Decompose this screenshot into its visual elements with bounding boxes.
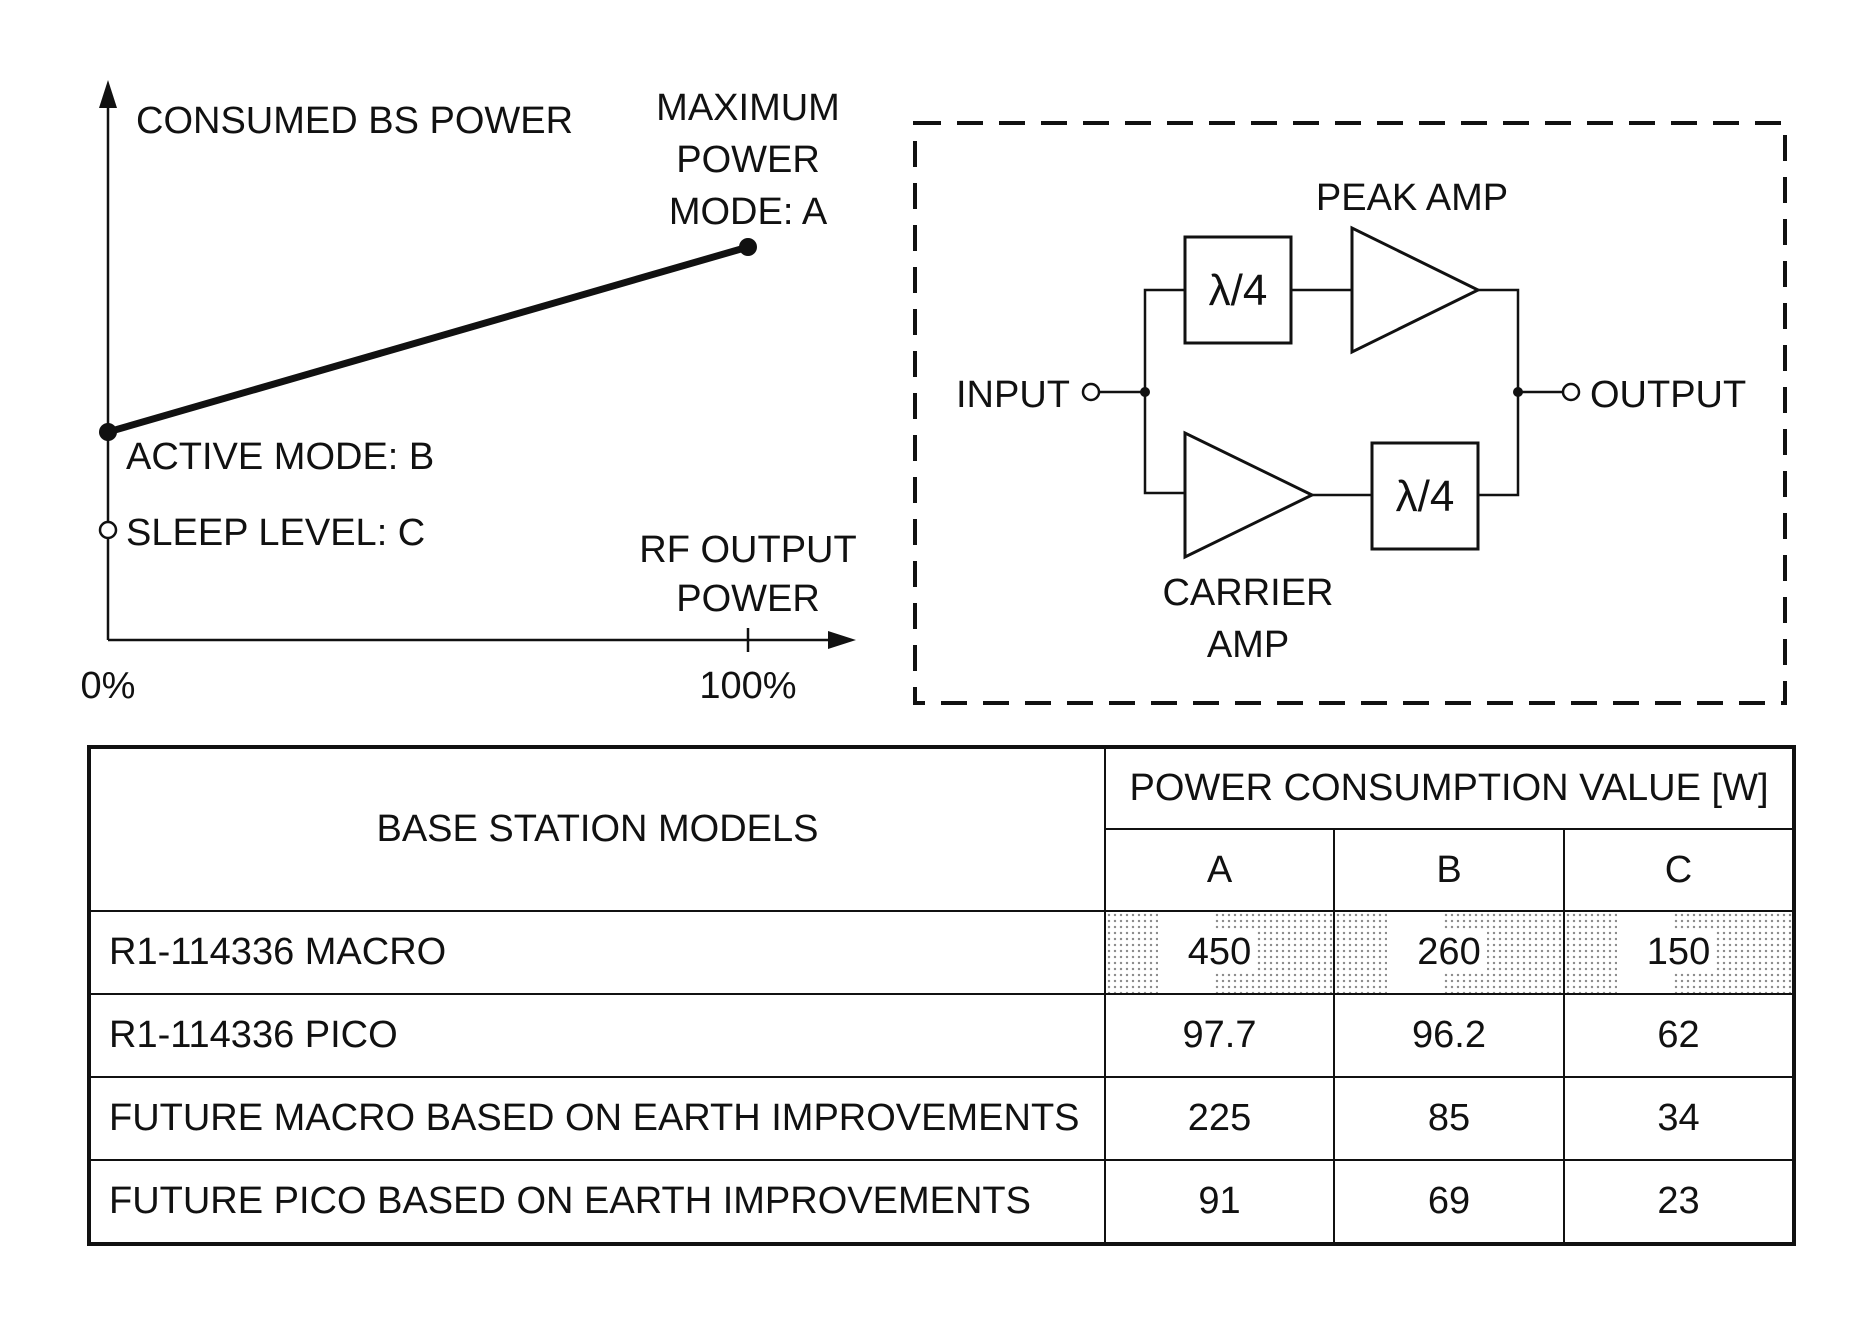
value-c-cell: 23 [1564,1160,1794,1244]
table-row: FUTURE PICO BASED ON EARTH IMPROVEMENTS … [89,1160,1794,1244]
value-b-cell: 69 [1334,1160,1564,1244]
split-bottom-wire [1145,392,1185,493]
value-a: 450 [1182,931,1257,973]
value-a-cell: 97.7 [1105,994,1334,1077]
power-graph: CONSUMED BS POWER MAXIMUM POWER MODE: A … [81,80,857,707]
point-a-label-line1: MAXIMUM [656,87,840,129]
carrier-amp-label-line1: CARRIER [1162,572,1333,614]
column-header-c: C [1564,829,1794,911]
top-quarter-wave-label: λ/4 [1209,266,1268,315]
table-row: FUTURE MACRO BASED ON EARTH IMPROVEMENTS… [89,1077,1794,1160]
value-c-cell: 34 [1564,1077,1794,1160]
value-b-cell: 260 [1334,911,1564,994]
point-a-label-line2: POWER [676,139,820,181]
x-axis-label-line1: RF OUTPUT [639,529,856,571]
x-axis-label-line2: POWER [676,578,820,620]
value-c-cell: 150 [1564,911,1794,994]
value-header: POWER CONSUMPTION VALUE [W] [1105,747,1794,829]
value-c: 150 [1641,931,1716,973]
carrier-amp-icon [1185,433,1312,557]
top-out-wire [1478,290,1518,392]
output-label: OUTPUT [1590,374,1746,416]
value-b-cell: 85 [1334,1077,1564,1160]
value-a-cell: 450 [1105,911,1334,994]
value-c-cell: 62 [1564,994,1794,1077]
point-b-marker [99,423,117,441]
models-header: BASE STATION MODELS [89,747,1105,911]
power-line [108,247,748,432]
point-c-marker [100,522,116,538]
table-row: R1-114336 PICO 97.7 96.2 62 [89,994,1794,1077]
input-terminal [1083,384,1099,400]
y-axis-label: CONSUMED BS POWER [136,100,573,142]
input-label: INPUT [956,374,1070,416]
carrier-amp-label-line2: AMP [1207,624,1289,666]
point-b-label: ACTIVE MODE: B [126,436,434,478]
point-a-label-line3: MODE: A [669,191,828,233]
split-top-wire [1145,290,1185,392]
peak-amp-label: PEAK AMP [1316,177,1508,219]
row-model-cell: FUTURE PICO BASED ON EARTH IMPROVEMENTS [89,1160,1105,1244]
column-header-b: B [1334,829,1564,911]
point-c-label: SLEEP LEVEL: C [126,512,425,554]
output-terminal [1563,384,1579,400]
value-b-cell: 96.2 [1334,994,1564,1077]
table-row: R1-114336 MACRO 450 260 150 [89,911,1794,994]
y-axis-arrow [99,80,117,108]
x-tick-label-start: 0% [81,665,136,707]
value-a-cell: 225 [1105,1077,1334,1160]
value-a-cell: 91 [1105,1160,1334,1244]
point-a-marker [739,238,757,256]
x-axis-arrow [828,631,856,649]
row-model-cell: R1-114336 MACRO [89,911,1105,994]
x-tick-label-end: 100% [699,665,796,707]
amplifier-diagram: PEAK AMP INPUT λ/4 λ/4 CARRIER AMP OUTPU… [915,123,1785,703]
row-model-cell: R1-114336 PICO [89,994,1105,1077]
row-model-cell: FUTURE MACRO BASED ON EARTH IMPROVEMENTS [89,1077,1105,1160]
bottom-quarter-wave-label: λ/4 [1396,472,1455,521]
power-consumption-table: BASE STATION MODELS POWER CONSUMPTION VA… [87,745,1796,1246]
value-b: 260 [1411,931,1486,973]
column-header-a: A [1105,829,1334,911]
bottom-out-wire [1478,392,1518,495]
peak-amp-icon [1352,228,1478,352]
